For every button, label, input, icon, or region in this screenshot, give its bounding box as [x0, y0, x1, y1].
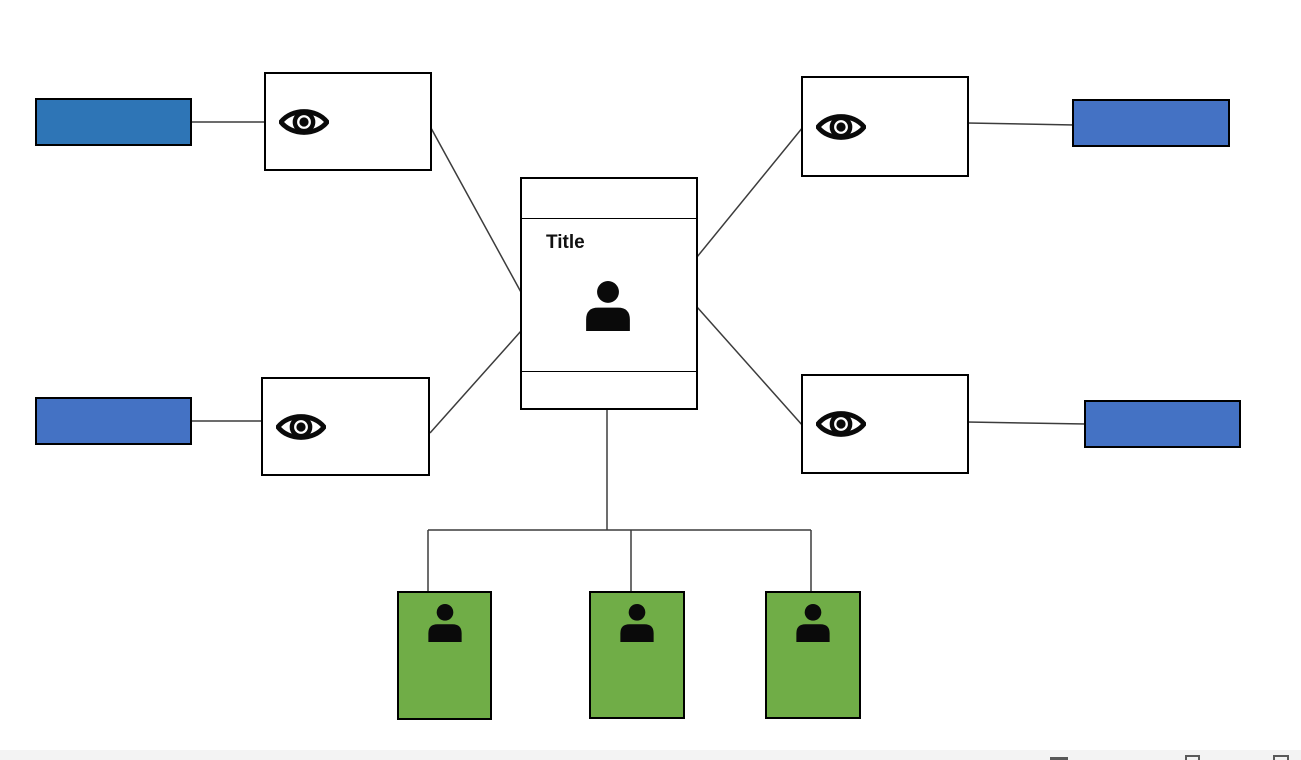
- label-bar-bottom-left[interactable]: [35, 397, 192, 445]
- eye-icon: [276, 409, 326, 444]
- diagonal-top-right: [696, 126, 804, 258]
- view-icon-2[interactable]: [1185, 755, 1200, 760]
- eye-box-bottom-left[interactable]: [261, 377, 430, 476]
- card-header-band: [522, 179, 696, 219]
- member-card-3[interactable]: [765, 591, 861, 719]
- eye-box-bottom-right[interactable]: [801, 374, 969, 474]
- diagonal-bottom-right: [696, 306, 804, 427]
- person-icon: [583, 279, 633, 333]
- eye-icon: [279, 104, 329, 139]
- member-card-1[interactable]: [397, 591, 492, 720]
- view-icon-3[interactable]: [1273, 755, 1289, 760]
- person-icon: [618, 603, 656, 643]
- label-bar-top-left[interactable]: [35, 98, 192, 146]
- person-icon: [794, 603, 832, 643]
- eye-box-top-right[interactable]: [801, 76, 969, 177]
- eye-box-top-left[interactable]: [264, 72, 432, 171]
- card-footer-band: [522, 371, 696, 408]
- card-title: Title: [546, 232, 585, 253]
- label-bar-top-right[interactable]: [1072, 99, 1230, 147]
- member-card-2[interactable]: [589, 591, 685, 719]
- person-icon: [426, 603, 464, 643]
- eye-icon: [816, 407, 866, 442]
- link-bottom-right: [966, 421, 1087, 425]
- status-bar: [0, 750, 1301, 760]
- view-icon-1[interactable]: [1050, 757, 1068, 760]
- eye-icon: [816, 109, 866, 144]
- label-bar-bottom-right[interactable]: [1084, 400, 1241, 448]
- diagonal-bottom-left: [429, 330, 522, 434]
- center-person-card[interactable]: Title: [520, 177, 698, 410]
- card-body: Title: [522, 219, 696, 371]
- diagonal-top-left: [430, 127, 523, 295]
- link-top-right: [966, 122, 1076, 126]
